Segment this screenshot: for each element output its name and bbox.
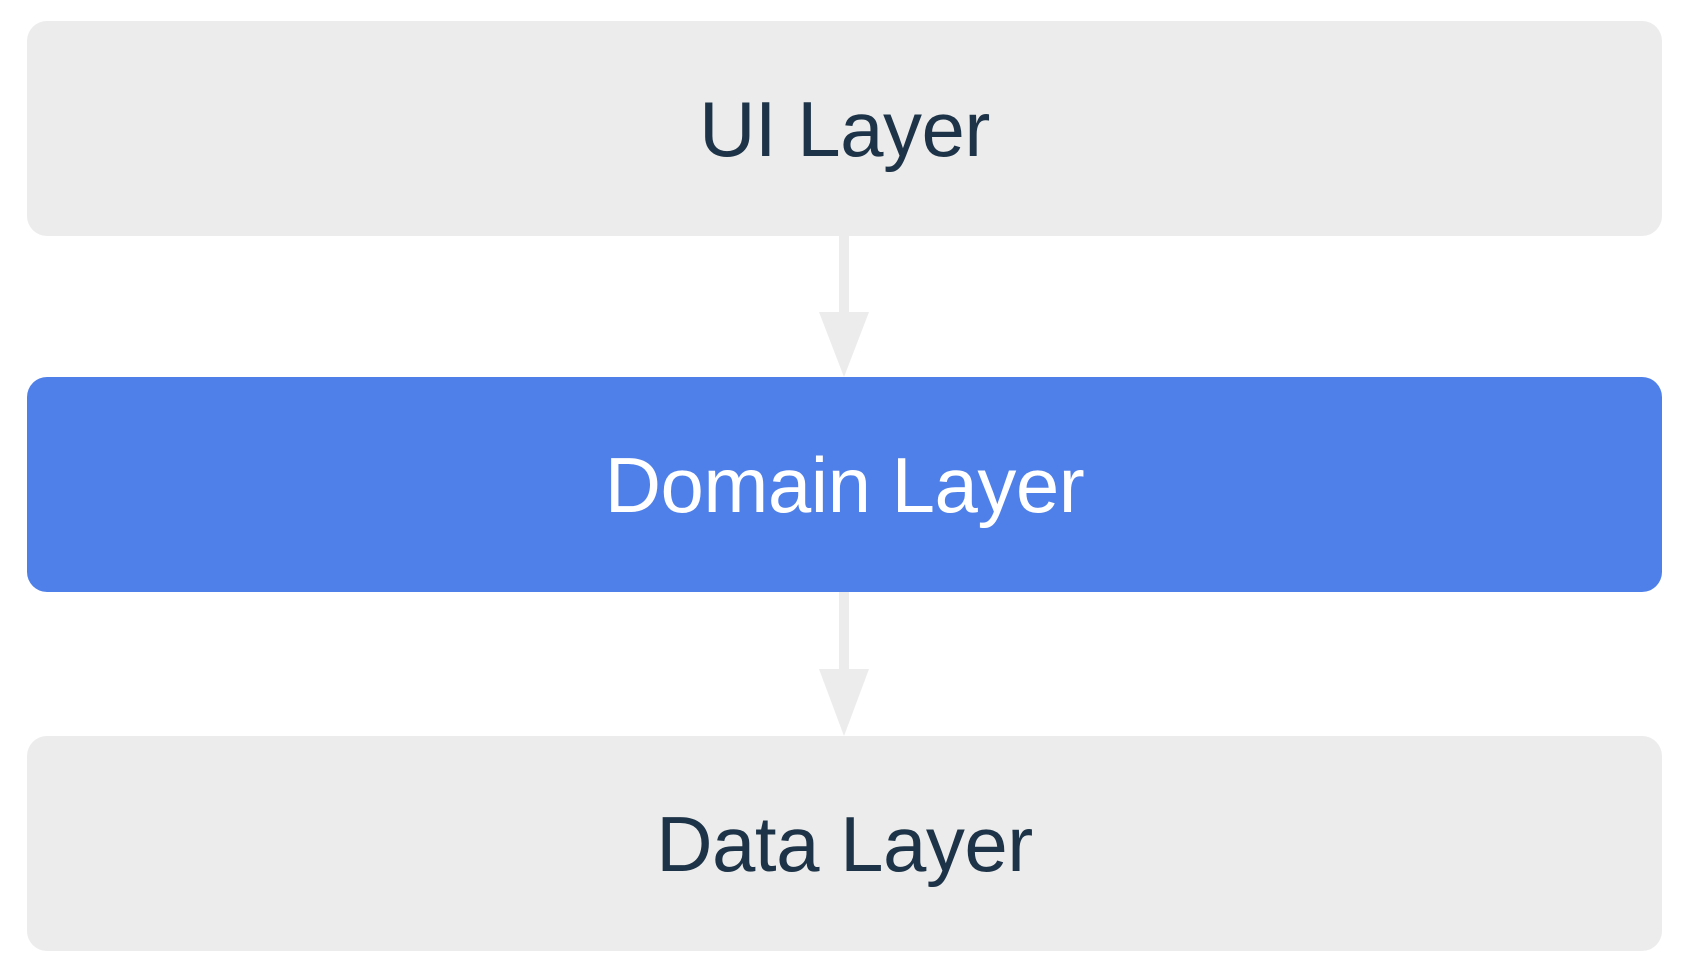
node-ui-layer-label: UI Layer [699, 84, 990, 173]
node-domain-layer[interactable]: Domain Layer [27, 377, 1662, 592]
edge-domain-to-data [819, 592, 869, 736]
node-data-layer-label: Data Layer [656, 799, 1033, 888]
node-domain-layer-label: Domain Layer [604, 440, 1085, 529]
node-data-layer[interactable]: Data Layer [27, 736, 1662, 951]
edge-ui-to-domain [819, 236, 869, 377]
node-ui-layer[interactable]: UI Layer [27, 21, 1662, 236]
